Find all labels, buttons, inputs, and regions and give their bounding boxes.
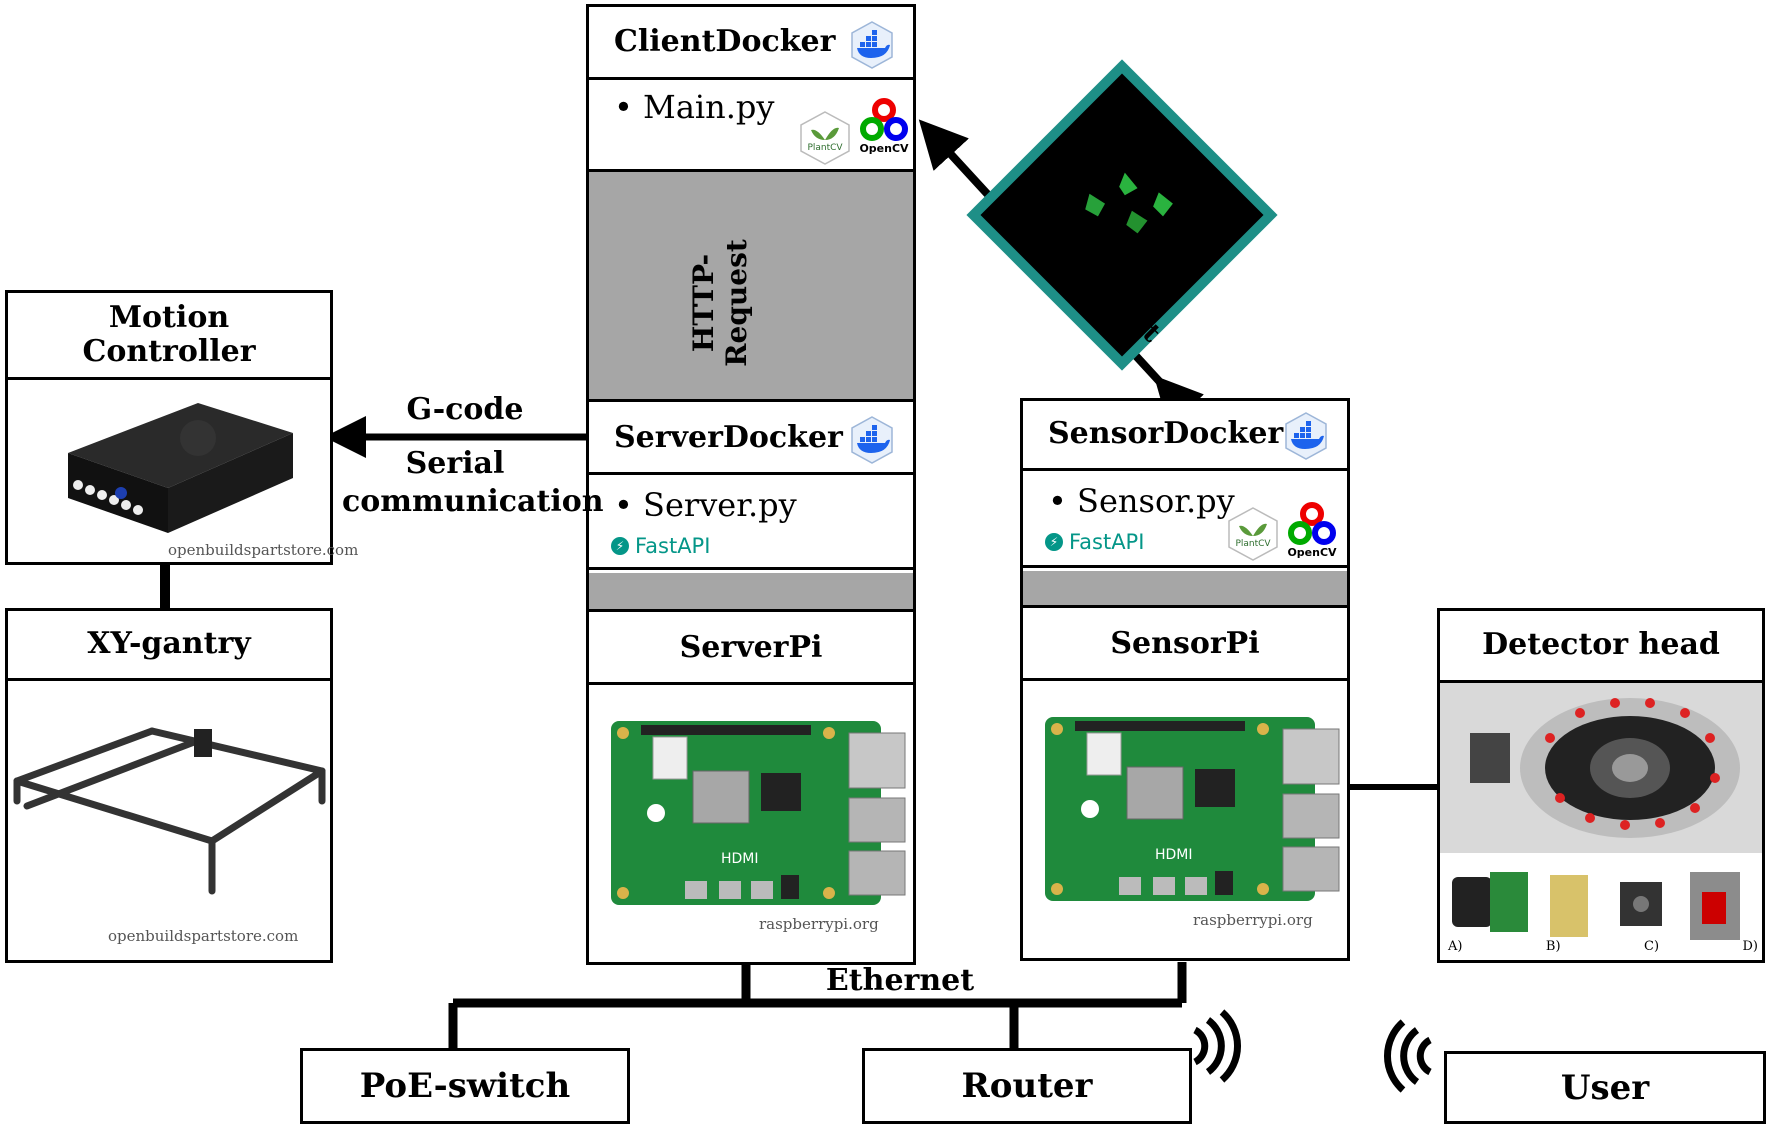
fastapi-logo: ⚡ FastAPI: [1045, 530, 1144, 554]
plant-image: [1085, 172, 1173, 234]
docker-icon: [851, 416, 893, 464]
xy-gantry-image: [13, 727, 326, 895]
wifi-signal-icon: [1383, 1019, 1432, 1093]
server-py-label: • Server.py: [614, 486, 797, 524]
wifi-signal-icon: [1193, 1009, 1242, 1083]
opencv-icon: OpenCV: [859, 98, 909, 155]
sublabel-b: B): [1545, 939, 1561, 954]
sensor-pi-title: SensorPi: [1110, 626, 1260, 662]
client-server-gap: [589, 172, 913, 402]
server-pi-credit: raspberrypi.org: [759, 915, 879, 933]
raspberry-pi-board-image: HDMI: [1045, 717, 1340, 901]
sensor-pi-gap: [1023, 571, 1347, 608]
ethernet-label: Ethernet: [825, 963, 975, 998]
fastapi-label: FastAPI: [1069, 530, 1145, 554]
motion-controller-credit: openbuildspartstore.com: [168, 541, 359, 559]
plantcv-logo-text: PlantCV: [807, 143, 843, 153]
ethernet-lines: [448, 962, 1187, 1048]
sublabel-c: C): [1644, 939, 1660, 954]
sensor-docker-title: SensorDocker: [1048, 416, 1284, 452]
motion-controller-title-1: Motion: [108, 299, 230, 335]
xy-gantry-box: XY-gantry openbuildspartstore.com: [5, 608, 333, 963]
motion-controller-image: [68, 403, 293, 533]
sensor-py-label: • Sensor.py: [1048, 482, 1235, 520]
server-pi-gap: [589, 573, 913, 612]
detector-head-box: Detector head A) B) C) D): [1437, 608, 1765, 963]
xy-gantry-title: XY-gantry: [87, 626, 251, 662]
raspberry-pi-board-image: HDMI: [611, 721, 906, 905]
server-docker-body: • Server.py ⚡ FastAPI: [589, 478, 913, 570]
sensor-docker-body: • Sensor.py ⚡ FastAPI PlantCV OpenCV: [1023, 474, 1347, 568]
opencv-logo-text: OpenCV: [859, 142, 909, 155]
server-pi-title: ServerPi: [679, 630, 823, 666]
poe-switch-label: PoE-switch: [359, 1066, 571, 1106]
router-label: Router: [961, 1066, 1093, 1106]
detector-sublabels: A) B) C) D): [1448, 939, 1758, 954]
server-column: ClientDocker • Main.py PlantCV OpenCV Se…: [586, 4, 916, 965]
detector-head-photo: [1440, 683, 1762, 853]
sensor-docker-header: SensorDocker: [1023, 401, 1347, 471]
gcode-label: G-code: [406, 392, 524, 427]
http-request-vertical-label: HTTP-Request: [687, 239, 753, 367]
poe-switch-box: PoE-switch: [300, 1048, 630, 1124]
sublabel-a: A): [1448, 939, 1463, 954]
xy-gantry-credit: openbuildspartstore.com: [108, 927, 299, 945]
user-label: User: [1560, 1067, 1650, 1108]
client-docker-header: ClientDocker: [589, 7, 913, 80]
plantcv-icon: PlantCV: [1228, 507, 1278, 561]
plantcv-icon: PlantCV: [800, 111, 850, 165]
opencv-icon: OpenCV: [1287, 502, 1337, 559]
serial-label-2: communication: [342, 484, 604, 519]
serial-label-1: Serial: [405, 446, 505, 481]
router-box: Router: [862, 1048, 1192, 1124]
motion-controller-box: Motion Controller openbuildspartstore.co…: [5, 290, 358, 565]
server-docker-title: ServerDocker: [614, 420, 843, 456]
detector-head-title: Detector head: [1482, 627, 1720, 663]
main-py-label: • Main.py: [614, 88, 775, 126]
detector-components-image: [1440, 857, 1762, 957]
client-docker-body: • Main.py PlantCV OpenCV: [589, 80, 913, 172]
svg-text:HDMI: HDMI: [721, 851, 759, 867]
docker-icon: [851, 21, 893, 69]
docker-icon: [1285, 412, 1327, 460]
motion-controller-header: Motion Controller: [8, 293, 330, 380]
detector-head-header: Detector head: [1440, 611, 1762, 683]
server-pi-header: ServerPi: [589, 615, 913, 685]
fastapi-label: FastAPI: [635, 534, 711, 558]
fastapi-icon: ⚡: [611, 537, 629, 555]
client-docker-title: ClientDocker: [614, 23, 836, 59]
svg-text:PlantCV: PlantCV: [1235, 539, 1271, 549]
sensor-pi-credit: raspberrypi.org: [1193, 911, 1313, 929]
user-box: User: [1444, 1051, 1766, 1124]
xy-gantry-header: XY-gantry: [8, 611, 330, 681]
server-docker-header: ServerDocker: [589, 405, 913, 475]
plant-image-inset: [966, 59, 1278, 371]
sensor-pi-header: SensorPi: [1023, 611, 1347, 681]
svg-text:HDMI: HDMI: [1155, 847, 1193, 863]
motion-controller-title-2: Controller: [82, 334, 256, 369]
svg-text:OpenCV: OpenCV: [1287, 546, 1337, 559]
sublabel-d: D): [1742, 939, 1758, 954]
sensor-column: SensorDocker • Sensor.py ⚡ FastAPI Plant…: [1020, 398, 1350, 961]
fastapi-icon: ⚡: [1045, 533, 1063, 551]
fastapi-logo: ⚡ FastAPI: [611, 534, 710, 558]
